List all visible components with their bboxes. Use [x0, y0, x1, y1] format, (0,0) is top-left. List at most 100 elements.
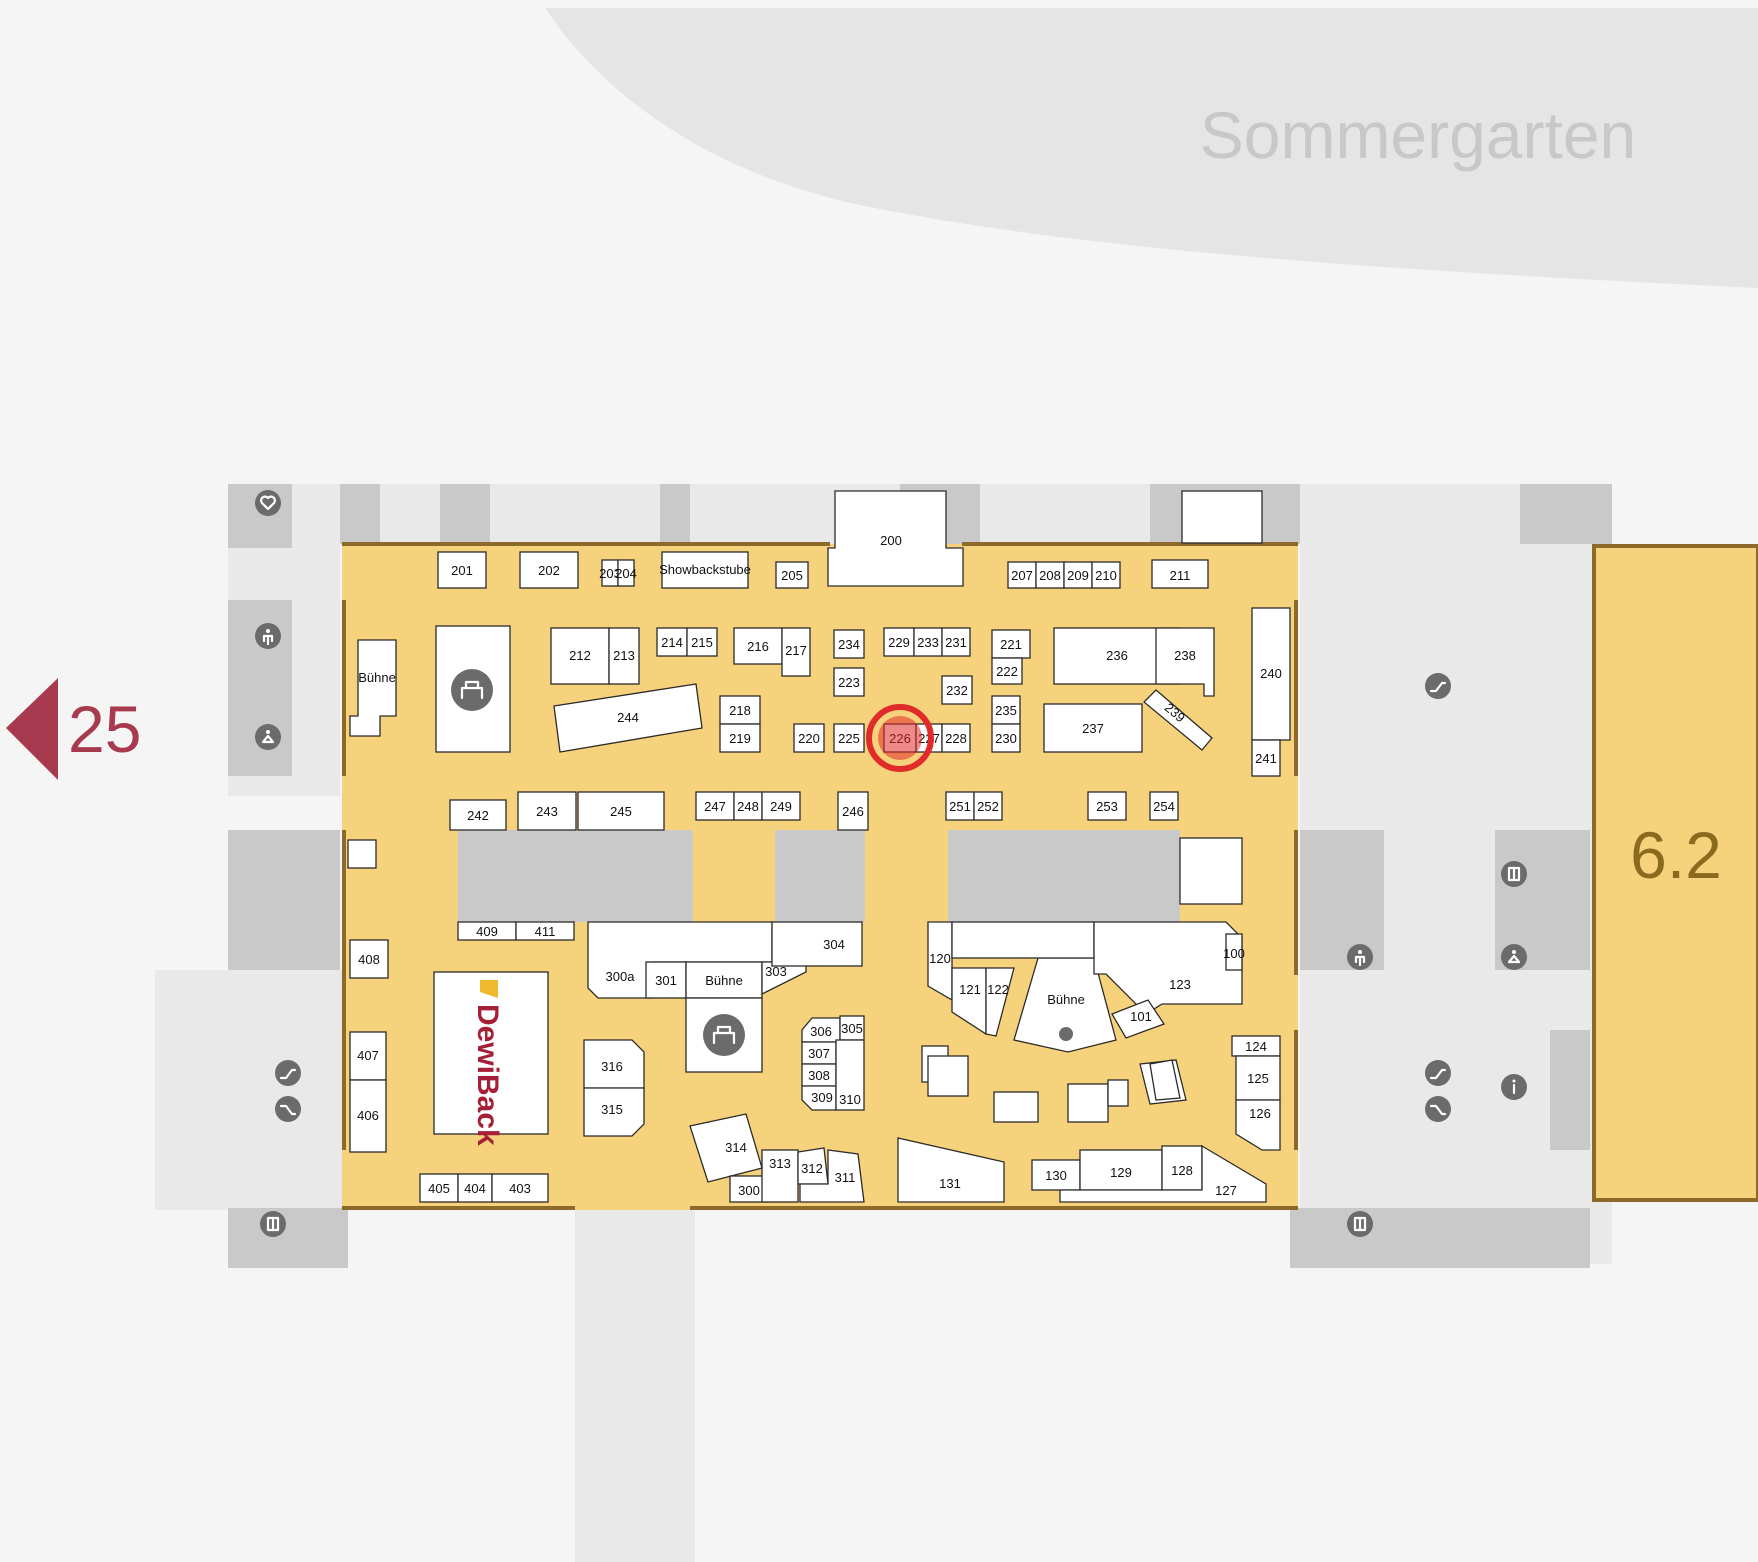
stand-215[interactable]: 215 — [686, 627, 718, 657]
stand-238[interactable]: 238 — [1155, 627, 1215, 697]
information-icon[interactable] — [1501, 1074, 1527, 1100]
stand-130[interactable]: 130 — [1031, 1159, 1081, 1191]
stand-204[interactable]: 204 — [615, 559, 637, 587]
stand-126[interactable]: 126 — [1235, 1099, 1281, 1151]
stand-234[interactable]: 234 — [833, 629, 865, 659]
elevator-icon[interactable] — [1501, 861, 1527, 887]
stand-232[interactable]: 232 — [941, 675, 973, 705]
escalator-icon[interactable] — [1425, 1060, 1451, 1086]
hall-25-link[interactable]: 25 — [6, 678, 141, 780]
stand-225[interactable]: 225 — [833, 723, 865, 753]
stand-245[interactable]: 245 — [577, 791, 665, 831]
stand-129[interactable]: 129 — [1079, 1149, 1163, 1191]
stand-308[interactable]: 308 — [801, 1063, 837, 1087]
stand-200[interactable]: 200 — [827, 490, 964, 587]
stand-210[interactable]: 210 — [1091, 561, 1121, 589]
stand-241[interactable]: 241 — [1251, 739, 1281, 777]
stand-244[interactable]: 244 — [553, 683, 703, 753]
restroom-icon[interactable] — [1347, 944, 1373, 970]
stand-406[interactable]: 406 — [349, 1079, 387, 1153]
stand-311[interactable]: 311 — [799, 1149, 865, 1203]
stand-220[interactable]: 220 — [793, 723, 825, 753]
stand-229[interactable]: 229 — [883, 627, 915, 657]
stand-315[interactable]: 315 — [583, 1087, 645, 1137]
stand-408[interactable]: 408 — [349, 939, 389, 979]
stand-202[interactable]: 202 — [519, 551, 579, 589]
stand-304[interactable]: 304 — [771, 921, 863, 967]
stand-407[interactable]: 407 — [349, 1031, 387, 1081]
stand-237[interactable]: 237 — [1043, 703, 1143, 753]
selected-stand-marker[interactable] — [866, 704, 934, 772]
stand-252[interactable]: 252 — [973, 791, 1003, 821]
stand-306[interactable]: 306 — [801, 1017, 841, 1043]
stand-223[interactable]: 223 — [833, 667, 865, 697]
stand-312[interactable]: 312 — [797, 1147, 829, 1185]
stand-205[interactable]: 205 — [775, 561, 809, 589]
stand-242[interactable]: 242 — [449, 799, 507, 831]
stand-404[interactable]: 404 — [457, 1173, 493, 1203]
stand-128[interactable]: 128 — [1161, 1145, 1203, 1191]
stand-218[interactable]: 218 — [719, 695, 761, 725]
stand-409[interactable]: 409 — [457, 921, 517, 941]
stand-313[interactable]: 313 — [761, 1149, 799, 1203]
elevator-icon[interactable] — [1347, 1211, 1373, 1237]
stand-dewiback[interactable] — [433, 971, 549, 1135]
restroom-icon[interactable] — [255, 724, 281, 750]
escalator-icon[interactable] — [275, 1060, 301, 1086]
stand-124[interactable]: 124 — [1231, 1035, 1281, 1057]
stand-208[interactable]: 208 — [1035, 561, 1065, 589]
stand-309[interactable]: 309 — [801, 1085, 837, 1111]
defibrillator-icon[interactable] — [255, 490, 281, 516]
stand-222[interactable]: 222 — [991, 657, 1023, 685]
stand-231[interactable]: 231 — [941, 627, 971, 657]
stand-239[interactable]: 239 — [1143, 689, 1213, 751]
stand-127[interactable]: 127 — [1059, 1144, 1267, 1203]
stand-233[interactable]: 233 — [913, 627, 943, 657]
stand-buehne-left[interactable]: Bühne — [349, 639, 397, 737]
stand-207[interactable]: 207 — [1007, 561, 1037, 589]
stand-316[interactable]: 316 — [583, 1039, 645, 1089]
escalator-icon[interactable] — [1425, 673, 1451, 699]
stand-240[interactable]: 240 — [1251, 607, 1291, 741]
stand-254[interactable]: 254 — [1149, 791, 1179, 821]
hall-6-2[interactable] — [1592, 544, 1758, 1202]
stand-235[interactable]: 235 — [991, 695, 1021, 725]
stand-showbackstube[interactable]: Showbackstube — [659, 551, 751, 589]
stand-221[interactable]: 221 — [991, 629, 1031, 659]
restroom-icon[interactable] — [1501, 944, 1527, 970]
escalator-icon[interactable] — [1425, 1096, 1451, 1122]
stand-219[interactable]: 219 — [719, 723, 761, 753]
stand-248[interactable]: 248 — [733, 791, 763, 821]
stand-301[interactable]: 301 — [645, 961, 687, 999]
stand-405[interactable]: 405 — [419, 1173, 459, 1203]
stand-247[interactable]: 247 — [695, 791, 735, 821]
stand-217[interactable]: 217 — [781, 627, 811, 677]
stand-120[interactable]: 120 — [927, 921, 953, 1002]
stand-307[interactable]: 307 — [801, 1041, 837, 1065]
stand-246[interactable]: 246 — [837, 791, 869, 831]
stand-101[interactable]: 101 — [1111, 999, 1165, 1039]
stand-230[interactable]: 230 — [991, 723, 1021, 753]
stand-213[interactable]: 213 — [608, 627, 640, 685]
restroom-icon[interactable] — [255, 623, 281, 649]
stand-403[interactable]: 403 — [491, 1173, 549, 1203]
stand-100[interactable]: 100 — [1223, 933, 1245, 971]
stand-251[interactable]: 251 — [945, 791, 975, 821]
stand-214[interactable]: 214 — [656, 627, 688, 657]
elevator-icon[interactable] — [260, 1211, 286, 1237]
stand-123[interactable]: 123 — [1093, 921, 1243, 1015]
stand-249[interactable]: 249 — [761, 791, 801, 821]
stand-305[interactable]: 305 — [839, 1015, 865, 1041]
stand-209[interactable]: 209 — [1063, 561, 1093, 589]
stand-216[interactable]: 216 — [733, 627, 783, 665]
stand-310[interactable]: 310 — [835, 1039, 865, 1111]
stand-212[interactable]: 212 — [550, 627, 610, 685]
stand-228[interactable]: 228 — [941, 723, 971, 753]
stand-253[interactable]: 253 — [1087, 791, 1127, 821]
stand-243[interactable]: 243 — [517, 791, 577, 831]
stand-121[interactable]: 121 — [951, 967, 987, 1036]
stand-411[interactable]: 411 — [515, 921, 575, 941]
escalator-icon[interactable] — [275, 1096, 301, 1122]
stand-211[interactable]: 211 — [1151, 559, 1209, 589]
